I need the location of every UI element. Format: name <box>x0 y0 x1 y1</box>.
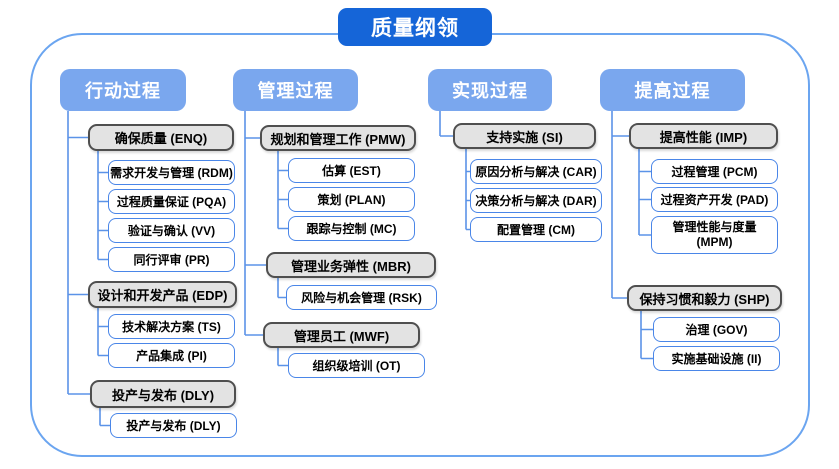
group-node-shp: 保持习惯和毅力 (SHP) <box>627 285 782 311</box>
leaf-node-plan: 策划 (PLAN) <box>288 187 415 212</box>
column-header-management-process: 管理过程 <box>233 69 358 111</box>
group-node-dly: 投产与发布 (DLY) <box>90 380 236 408</box>
group-node-imp: 提高性能 (IMP) <box>629 123 778 149</box>
group-node-edp: 设计和开发产品 (EDP) <box>88 281 237 308</box>
leaf-node-rsk: 风险与机会管理 (RSK) <box>286 285 437 310</box>
leaf-node-cm: 配置管理 (CM) <box>470 217 602 242</box>
column-header-action-process: 行动过程 <box>60 69 186 111</box>
leaf-node-ot: 组织级培训 (OT) <box>288 353 425 378</box>
leaf-node-dly: 投产与发布 (DLY) <box>110 413 237 438</box>
column-header-implementation-process: 实现过程 <box>428 69 552 111</box>
leaf-node-gov: 治理 (GOV) <box>653 317 780 342</box>
leaf-node-pqa: 过程质量保证 (PQA) <box>108 189 235 214</box>
leaf-node-rdm: 需求开发与管理 (RDM) <box>108 160 235 185</box>
diagram-title: 质量纲领 <box>338 8 492 46</box>
group-node-pmw: 规划和管理工作 (PMW) <box>260 125 416 151</box>
group-node-mbr: 管理业务弹性 (MBR) <box>266 252 436 278</box>
leaf-node-pr: 同行评审 (PR) <box>108 247 235 272</box>
leaf-node-mpm: 管理性能与度量 (MPM) <box>651 216 778 254</box>
leaf-node-car: 原因分析与解决 (CAR) <box>470 159 602 184</box>
leaf-node-ii: 实施基础设施 (II) <box>653 346 780 371</box>
leaf-node-est: 估算 (EST) <box>288 158 415 183</box>
leaf-node-pcm: 过程管理 (PCM) <box>651 159 778 184</box>
leaf-node-dar: 决策分析与解决 (DAR) <box>470 188 602 213</box>
group-node-mwf: 管理员工 (MWF) <box>263 322 420 348</box>
leaf-node-vv: 验证与确认 (VV) <box>108 218 235 243</box>
leaf-node-mc: 跟踪与控制 (MC) <box>288 216 415 241</box>
leaf-node-ts: 技术解决方案 (TS) <box>108 314 235 339</box>
column-header-improvement-process: 提高过程 <box>600 69 745 111</box>
leaf-node-pi: 产品集成 (PI) <box>108 343 235 368</box>
group-node-enq: 确保质量 (ENQ) <box>88 124 234 151</box>
group-node-si: 支持实施 (SI) <box>453 123 596 149</box>
leaf-node-pad: 过程资产开发 (PAD) <box>651 187 778 212</box>
